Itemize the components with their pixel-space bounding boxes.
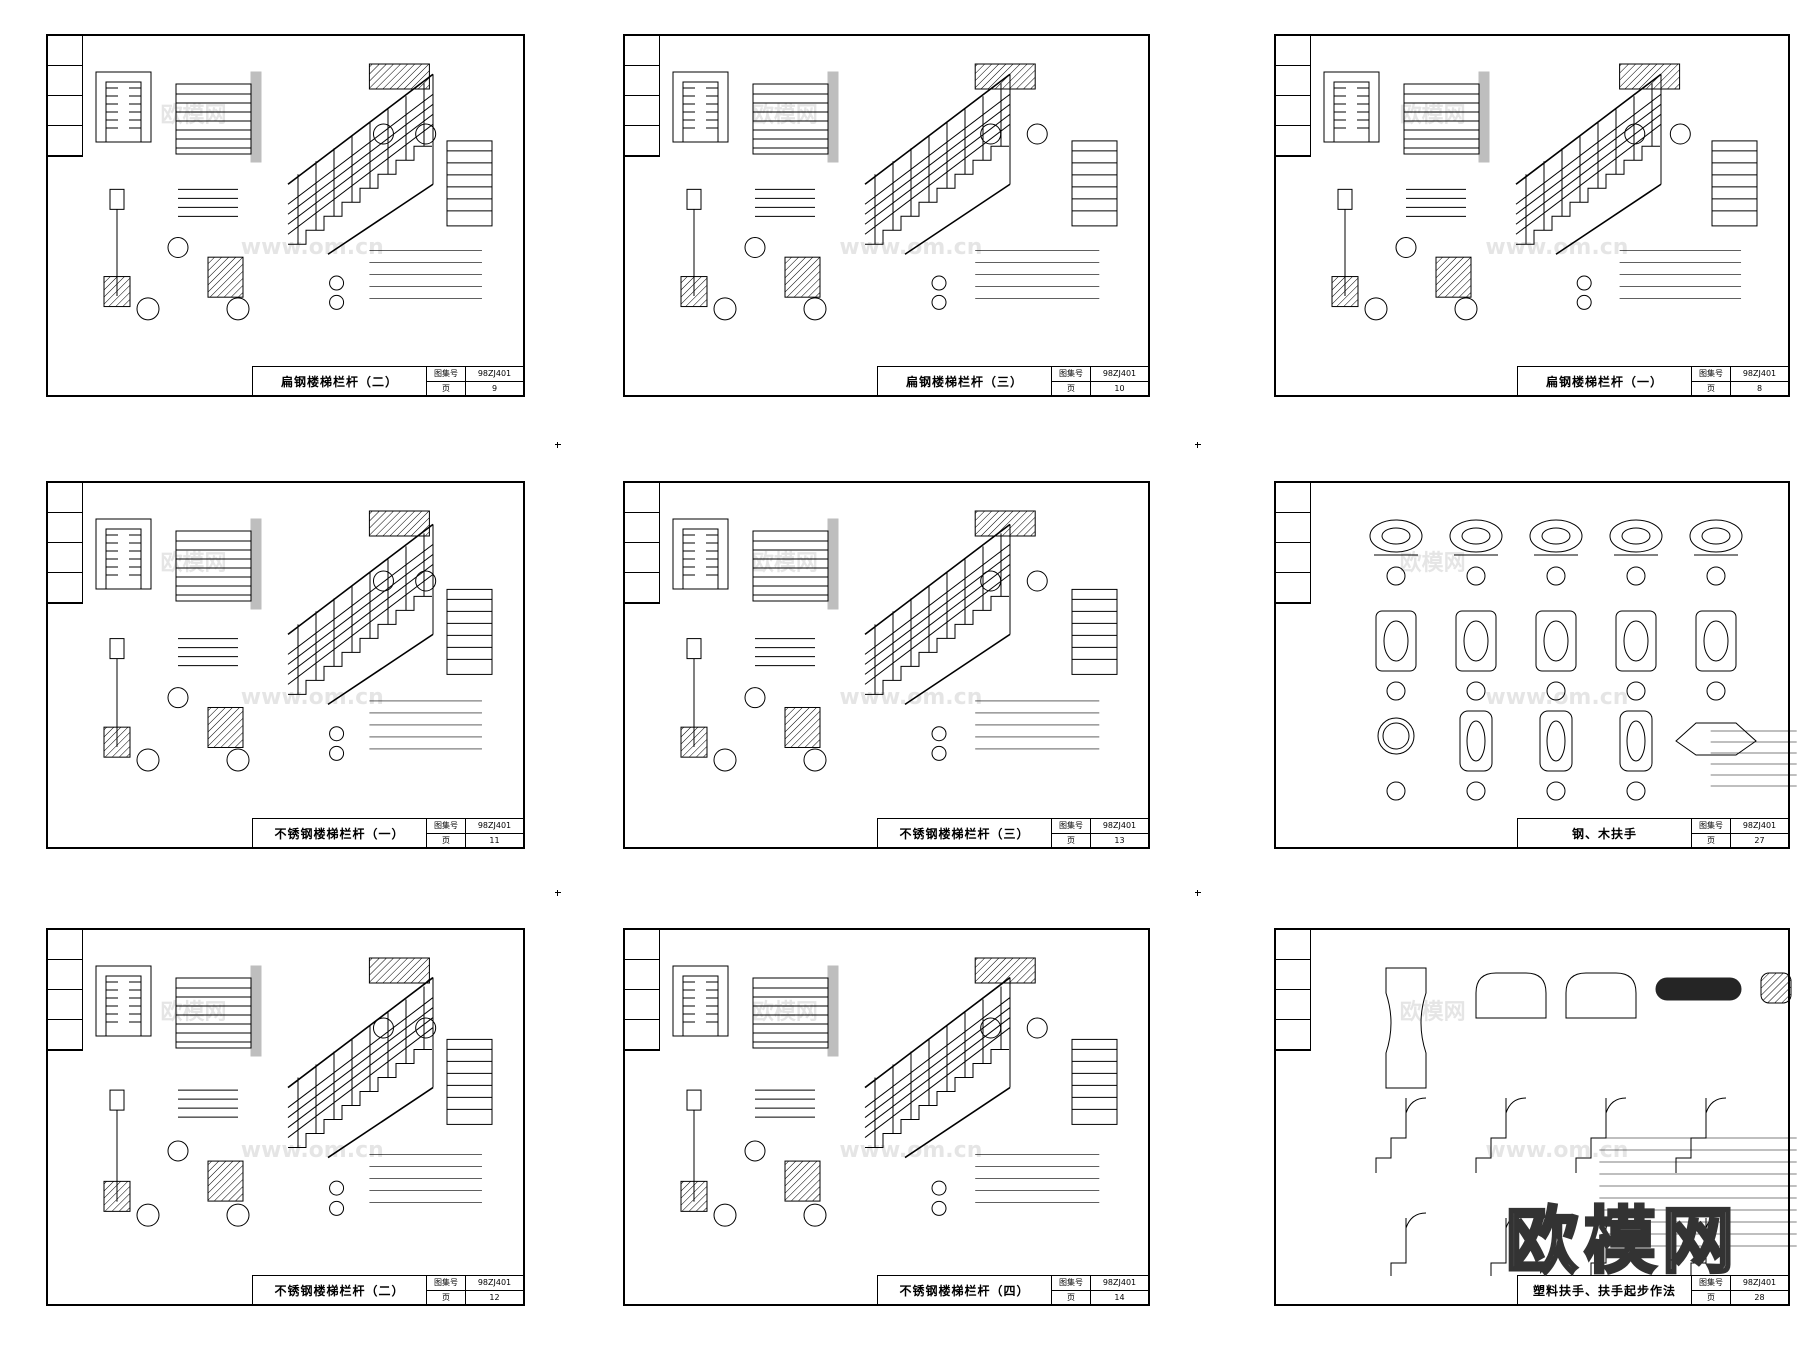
title-block: 钢、木扶手 图集号 98ZJ401 页 27 — [1517, 818, 1788, 847]
sheet-title: 扁钢楼梯栏杆（三） — [878, 367, 1052, 395]
atlas-number: 98ZJ401 — [477, 821, 512, 831]
page-key: 页 — [1052, 381, 1091, 395]
page-key: 页 — [1692, 1290, 1731, 1304]
sheet-drawing — [672, 510, 1118, 772]
atlas-key: 图集号 — [427, 819, 466, 833]
title-block: 扁钢楼梯栏杆（三） 图集号 98ZJ401 页 10 — [877, 366, 1148, 395]
page-number: 12 — [489, 1292, 500, 1302]
page-number: 13 — [1114, 835, 1125, 845]
atlas-key: 图集号 — [427, 367, 466, 381]
atlas-number: 98ZJ401 — [477, 1278, 512, 1288]
sheet-signature-column — [48, 36, 83, 157]
page-key: 页 — [1692, 381, 1731, 395]
atlas-key: 图集号 — [1052, 819, 1091, 833]
page-number: 27 — [1754, 835, 1765, 845]
page-key: 页 — [427, 381, 466, 395]
page-key: 页 — [1052, 833, 1091, 847]
sheet-title: 扁钢楼梯栏杆（一） — [1518, 367, 1692, 395]
sheet-frame: 扁钢楼梯栏杆（三） 图集号 98ZJ401 页 10 — [623, 34, 1150, 397]
sheet-signature-column — [1276, 36, 1311, 157]
title-block: 扁钢楼梯栏杆（二） 图集号 98ZJ401 页 9 — [252, 366, 523, 395]
sheet-drawing — [95, 957, 493, 1227]
sheet-signature-column — [48, 930, 83, 1051]
sheet-frame: 钢、木扶手 图集号 98ZJ401 页 27 — [1274, 481, 1797, 849]
atlas-number: 98ZJ401 — [1742, 369, 1777, 379]
sheet-frame: 不锈钢楼梯栏杆（四） 图集号 98ZJ401 页 14 — [623, 928, 1150, 1306]
sheet-signature-column — [625, 930, 660, 1051]
page-key: 页 — [427, 833, 466, 847]
atlas-key: 图集号 — [1692, 367, 1731, 381]
sheet-title: 塑料扶手、扶手起步作法 — [1518, 1276, 1692, 1304]
brand-watermark: 欧模网 — [1504, 1198, 1740, 1285]
page-key: 页 — [427, 1290, 466, 1304]
sheet-frame: 塑料扶手、扶手起步作法 图集号 98ZJ401 页 28 — [1274, 928, 1797, 1306]
atlas-key: 图集号 — [427, 1276, 466, 1290]
sheet-frame: 扁钢楼梯栏杆（一） 图集号 98ZJ401 页 8 — [1274, 34, 1790, 397]
registration-mark — [1195, 890, 1201, 896]
atlas-key: 图集号 — [1052, 367, 1091, 381]
sheet-signature-column — [625, 483, 660, 604]
page-number: 11 — [489, 835, 500, 845]
sheet-title: 不锈钢楼梯栏杆（二） — [253, 1276, 427, 1304]
registration-mark — [1195, 442, 1201, 448]
page-number: 28 — [1754, 1292, 1765, 1302]
sheet-drawing — [1375, 967, 1797, 1276]
atlas-number: 98ZJ401 — [1742, 1278, 1777, 1288]
sheet-title: 钢、木扶手 — [1518, 819, 1692, 847]
sheet-title: 不锈钢楼梯栏杆（一） — [253, 819, 427, 847]
sheet-drawing — [95, 510, 493, 772]
sheet-title: 不锈钢楼梯栏杆（四） — [878, 1276, 1052, 1304]
atlas-key: 图集号 — [1692, 1276, 1731, 1290]
sheet-frame: 不锈钢楼梯栏杆（三） 图集号 98ZJ401 页 13 — [623, 481, 1150, 849]
sheet-signature-column — [48, 483, 83, 604]
sheet-signature-column — [1276, 483, 1311, 604]
page-key: 页 — [1052, 1290, 1091, 1304]
sheet-drawing — [1323, 63, 1758, 321]
title-block: 不锈钢楼梯栏杆（三） 图集号 98ZJ401 页 13 — [877, 818, 1148, 847]
atlas-number: 98ZJ401 — [477, 369, 512, 379]
sheet-frame: 不锈钢楼梯栏杆（二） 图集号 98ZJ401 页 12 — [46, 928, 525, 1306]
page-key: 页 — [1692, 833, 1731, 847]
sheet-title: 不锈钢楼梯栏杆（三） — [878, 819, 1052, 847]
sheet-drawing — [672, 957, 1118, 1227]
sheet-frame: 扁钢楼梯栏杆（二） 图集号 98ZJ401 页 9 — [46, 34, 525, 397]
title-block: 扁钢楼梯栏杆（一） 图集号 98ZJ401 页 8 — [1517, 366, 1788, 395]
sheet-signature-column — [1276, 930, 1311, 1051]
registration-mark — [555, 442, 561, 448]
page-number: 8 — [1756, 383, 1763, 393]
title-block: 塑料扶手、扶手起步作法 图集号 98ZJ401 页 28 — [1517, 1275, 1788, 1304]
atlas-number: 98ZJ401 — [1742, 821, 1777, 831]
title-block: 不锈钢楼梯栏杆（一） 图集号 98ZJ401 页 11 — [252, 818, 523, 847]
sheet-drawing — [672, 63, 1118, 321]
atlas-number: 98ZJ401 — [1102, 369, 1137, 379]
sheet-frame: 不锈钢楼梯栏杆（一） 图集号 98ZJ401 页 11 — [46, 481, 525, 849]
atlas-key: 图集号 — [1052, 1276, 1091, 1290]
page-number: 9 — [491, 383, 498, 393]
title-block: 不锈钢楼梯栏杆（二） 图集号 98ZJ401 页 12 — [252, 1275, 523, 1304]
sheet-drawing — [95, 63, 493, 321]
sheet-signature-column — [625, 36, 660, 157]
page-number: 10 — [1114, 383, 1125, 393]
atlas-number: 98ZJ401 — [1102, 821, 1137, 831]
atlas-number: 98ZJ401 — [1102, 1278, 1137, 1288]
registration-mark — [555, 890, 561, 896]
page-number: 14 — [1114, 1292, 1125, 1302]
sheet-title: 扁钢楼梯栏杆（二） — [253, 367, 427, 395]
atlas-key: 图集号 — [1692, 819, 1731, 833]
title-block: 不锈钢楼梯栏杆（四） 图集号 98ZJ401 页 14 — [877, 1275, 1148, 1304]
sheet-drawing — [1369, 519, 1797, 801]
